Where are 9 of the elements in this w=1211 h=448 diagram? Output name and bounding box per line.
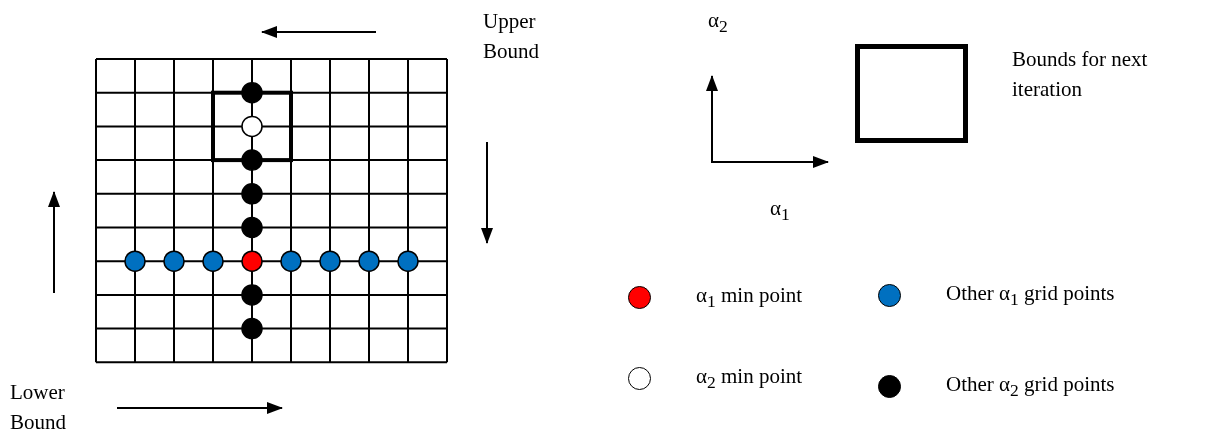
legend-text: α$_{1}$ min point — [696, 282, 803, 314]
axis-label: α$_{2}$ — [708, 7, 728, 39]
legend-text: Other α$_{2}$ grid points — [946, 371, 1115, 403]
legend-text: α$_{2}$ min point — [696, 363, 803, 395]
legend-text: Bounds for next iteration — [1012, 46, 1149, 104]
legend-text: Other α$_{1}$ grid points — [946, 280, 1115, 312]
bound-label: Lower Bound — [10, 379, 67, 437]
bound-label: Upper Bound — [483, 8, 540, 66]
axis-label: α$_{1}$ — [770, 195, 790, 227]
